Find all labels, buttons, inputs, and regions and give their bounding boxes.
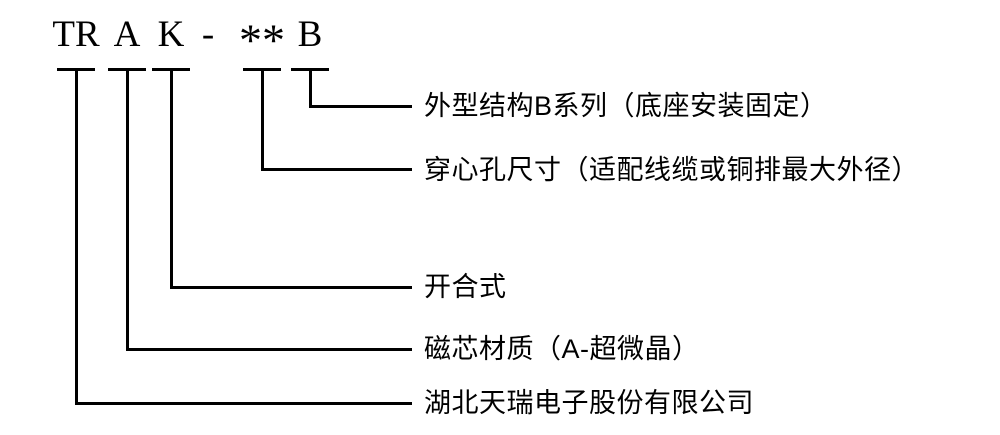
tr-lead-line (76, 402, 412, 405)
code-segment-a: A (113, 14, 141, 55)
tr-stem-line (74, 68, 78, 405)
label-aperture-size: 穿心孔尺寸（适配线缆或铜排最大外径） (424, 155, 919, 185)
label-manufacturer: 湖北天瑞电子股份有限公司 (424, 388, 754, 418)
label-structure-series: 外型结构B系列（底座安装固定） (424, 91, 828, 121)
code-segment-k: K (157, 14, 185, 55)
b-lead-line (310, 105, 412, 108)
label-core-material: 磁芯材质（A-超微晶） (424, 334, 700, 364)
a-lead-line (127, 348, 412, 351)
code-segment-asterisks: ** (239, 14, 285, 66)
k-lead-line (171, 286, 412, 289)
code-segment-b: B (297, 14, 323, 55)
asterisks-lead-line (262, 168, 412, 171)
b-stem-line (308, 68, 312, 108)
label-split-core: 开合式 (424, 272, 507, 302)
code-segment-dash: - (201, 14, 215, 55)
a-stem-line (125, 68, 129, 351)
asterisks-stem-line (260, 68, 264, 171)
k-stem-line (169, 68, 173, 289)
code-segment-tr: TR (52, 14, 100, 55)
